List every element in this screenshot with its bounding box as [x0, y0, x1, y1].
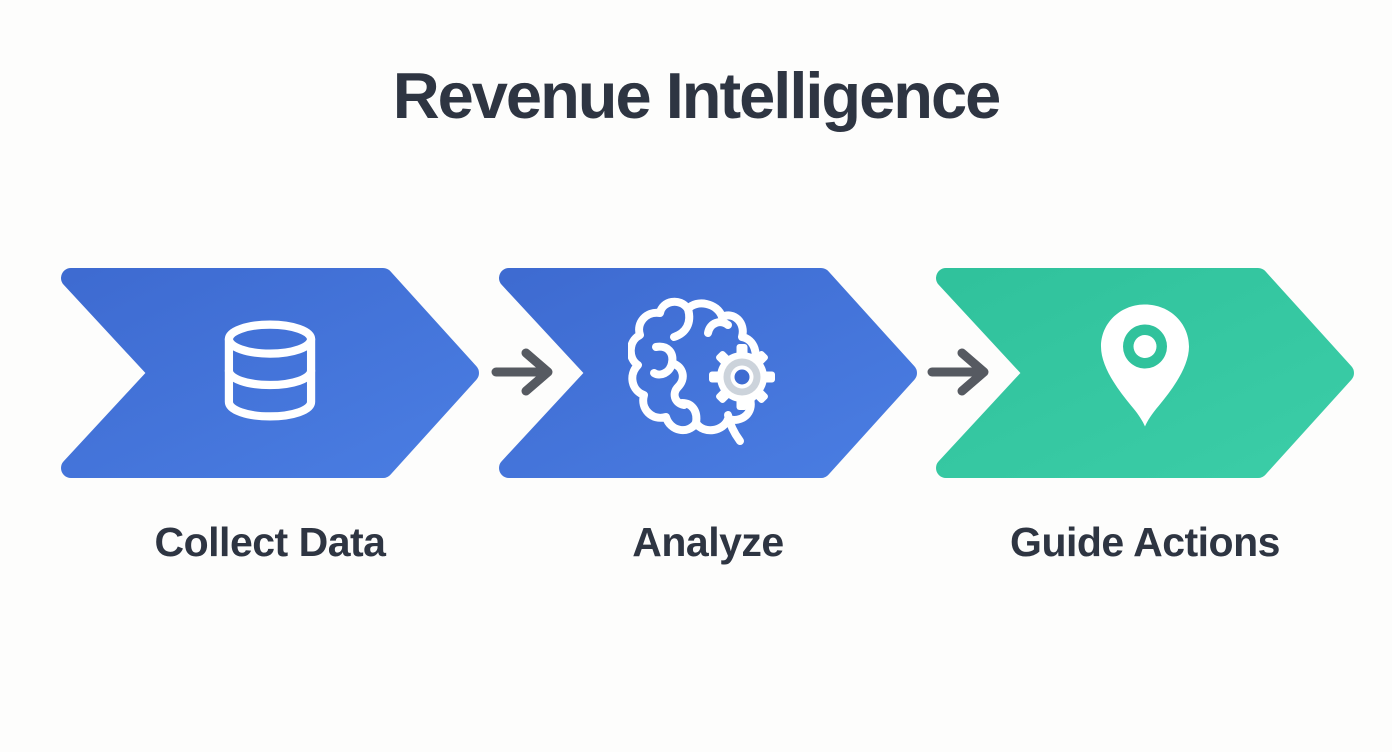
step-label-analyze: Analyze	[632, 519, 784, 565]
step-chevron-analyze	[499, 268, 917, 478]
arrow-right-icon	[927, 348, 989, 396]
brain-gear-icon	[626, 293, 788, 453]
step-label-collect-data: Collect Data	[154, 519, 386, 565]
location-pin-icon	[1093, 301, 1197, 446]
page-title: Revenue Intelligence	[392, 59, 1002, 132]
gear-icon	[709, 344, 775, 410]
step-chevron-guide-actions	[936, 268, 1354, 478]
step-chevron-collect-data	[61, 268, 479, 478]
chevron-shape-blue	[499, 268, 917, 478]
database-icon	[212, 311, 328, 436]
arrow-right-icon	[491, 348, 553, 396]
chevron-shape-blue	[61, 268, 479, 478]
step-label-guide-actions: Guide Actions	[1010, 519, 1280, 565]
